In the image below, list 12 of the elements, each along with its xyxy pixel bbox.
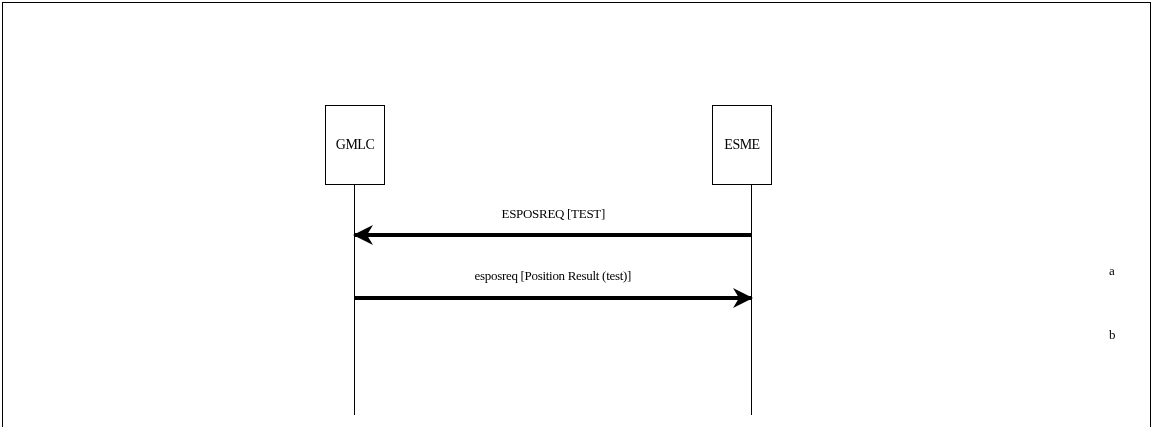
- step-label: b: [1109, 327, 1116, 343]
- message-label: ESPOSREQ [TEST]: [501, 206, 605, 222]
- message-arrow: [353, 225, 751, 245]
- lifeline: [751, 185, 752, 415]
- participant-box: [325, 105, 385, 185]
- participant-name: ESME: [724, 137, 760, 153]
- lifeline: [354, 185, 355, 415]
- participant-name: GMLC: [335, 137, 375, 153]
- message-label: esposreq [Position Result (test)]: [474, 268, 632, 284]
- message-arrow: [355, 288, 753, 308]
- participant-box: [712, 105, 772, 185]
- step-label: a: [1109, 263, 1115, 279]
